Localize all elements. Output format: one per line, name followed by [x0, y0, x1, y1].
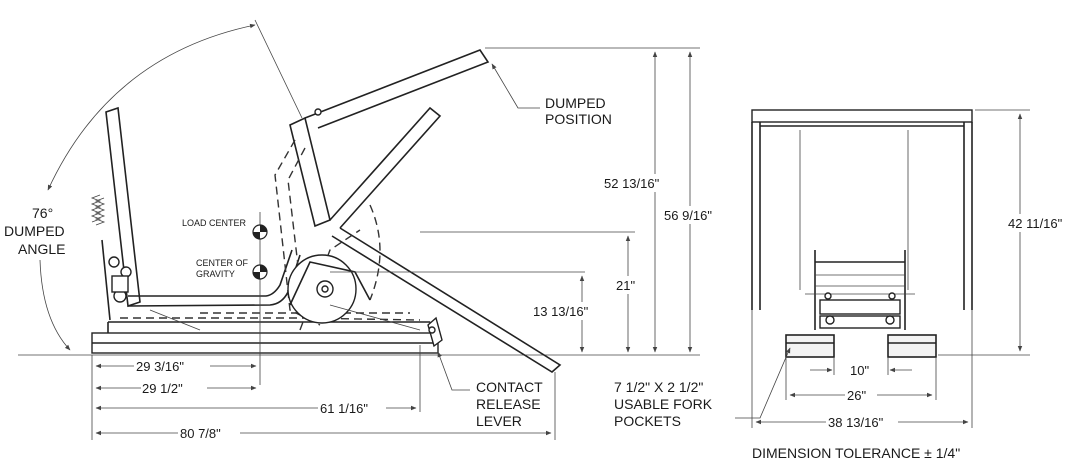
- front-vertical-dimension: [938, 109, 1030, 356]
- dim-10: 10": [850, 363, 869, 378]
- dim-52-13-16: 52 13/16": [604, 176, 660, 191]
- angle-label-1: DUMPED: [4, 223, 65, 239]
- dumped-angle-dimension: [39, 19, 303, 351]
- dim-42-11-16: 42 11/16": [1008, 216, 1063, 231]
- load-center-label: LOAD CENTER: [182, 218, 247, 228]
- contact-label-2: RELEASE: [476, 396, 541, 412]
- center-of-gravity-label-2: GRAVITY: [196, 269, 235, 279]
- front-mechanism: [805, 250, 915, 330]
- contact-label-1: CONTACT: [476, 379, 543, 395]
- dim-29-1-2: 29 1/2": [142, 381, 183, 396]
- dim-38-13-16: 38 13/16": [828, 415, 884, 430]
- dim-56-9-16: 56 9/16": [664, 208, 712, 223]
- hopper-front-body: [751, 109, 973, 310]
- side-view: LOAD CENTER CENTER OF GRAVITY 76° DUMPED…: [4, 19, 720, 441]
- center-of-gravity-label-1: CENTER OF: [196, 258, 249, 268]
- dumped-position-callout: [491, 63, 540, 109]
- dim-26: 26": [847, 388, 866, 403]
- dim-21: 21": [616, 278, 635, 293]
- contact-release-lever: [427, 316, 443, 348]
- fork-pocket-left: [785, 334, 835, 358]
- angle-label-2: ANGLE: [18, 241, 65, 257]
- fork-label-3: POCKETS: [614, 413, 681, 429]
- contact-release-leader: [437, 351, 470, 391]
- contact-label-3: LEVER: [476, 413, 522, 429]
- dim-29-3-16: 29 3/16": [136, 359, 184, 374]
- dumped-position-label-2: POSITION: [545, 111, 612, 127]
- dim-13-13-16: 13 13/16": [533, 304, 589, 319]
- dim-61-1-16: 61 1/16": [320, 401, 368, 416]
- load-center-marker: [252, 224, 268, 240]
- fork-label-1: 7 1/2" X 2 1/2": [614, 379, 703, 395]
- hopper-dumped-outline: [289, 49, 562, 373]
- center-of-gravity-marker: [252, 264, 268, 280]
- fork-label-2: USABLE FORK: [614, 396, 713, 412]
- fork-pocket-leader: [735, 347, 791, 419]
- fork-pocket-right: [887, 334, 937, 358]
- vertical-dimensions: [330, 47, 700, 353]
- dimension-tolerance: DIMENSION TOLERANCE ± 1/4": [752, 445, 960, 461]
- front-view: 42 11/16" 10" 26" 38 13/16" 7 1/2" X 2 1…: [614, 109, 1068, 461]
- dumped-position-label-1: DUMPED: [545, 95, 606, 111]
- spring-assembly: [90, 194, 132, 321]
- angle-value: 76°: [32, 205, 53, 221]
- base-frame: [91, 321, 439, 354]
- dim-80-7-8: 80 7/8": [180, 426, 221, 441]
